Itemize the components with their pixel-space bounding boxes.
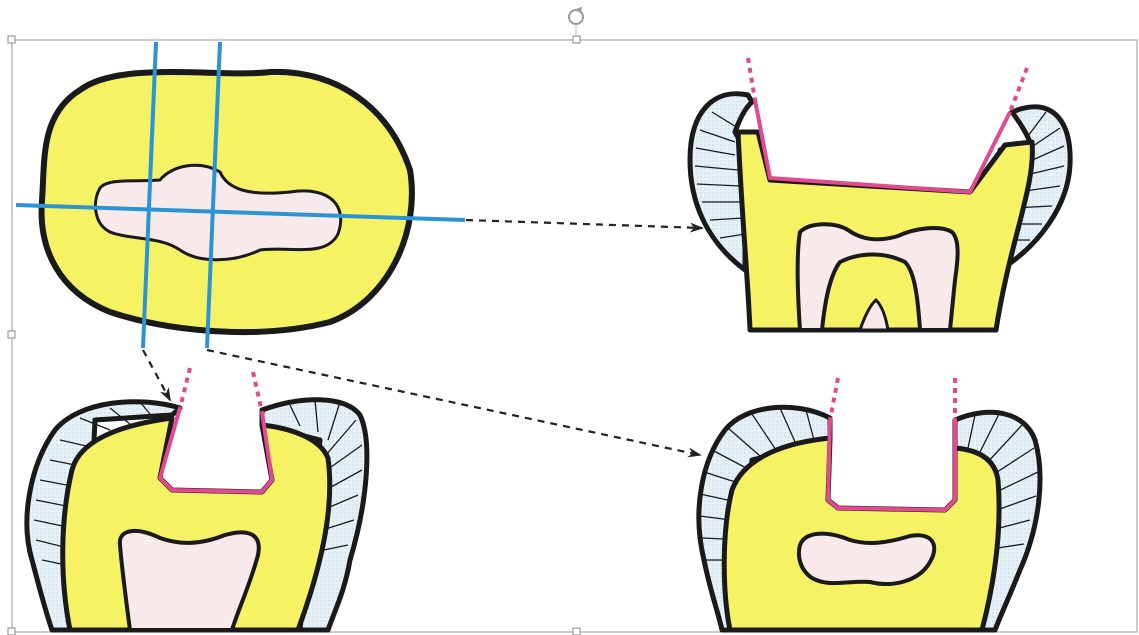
arrow-to-mesiodistal-section [466, 220, 702, 228]
occlusal-view [16, 42, 465, 348]
pulp-chamber [120, 531, 259, 630]
cavity-preparation-outline [160, 408, 272, 492]
buccolingual-section-1 [27, 368, 367, 630]
selection-handle-icon[interactable] [573, 628, 580, 635]
dentin-body [724, 438, 999, 630]
arrow-to-section-1 [143, 350, 170, 400]
selection-handle-icon[interactable] [8, 628, 15, 635]
buccolingual-section-2 [699, 378, 1040, 630]
mesiodistal-section [690, 58, 1070, 330]
selection-handle-icon[interactable] [8, 36, 15, 43]
selection-handle-icon[interactable] [8, 331, 15, 338]
pulp-chamber [799, 534, 934, 584]
rotate-handle-icon[interactable] [569, 8, 583, 36]
dentin-body [738, 132, 1032, 330]
selection-handle-icon[interactable] [573, 36, 580, 43]
cavity-preparation-outline [755, 100, 1010, 192]
cavity-preparation-outline [828, 420, 955, 510]
